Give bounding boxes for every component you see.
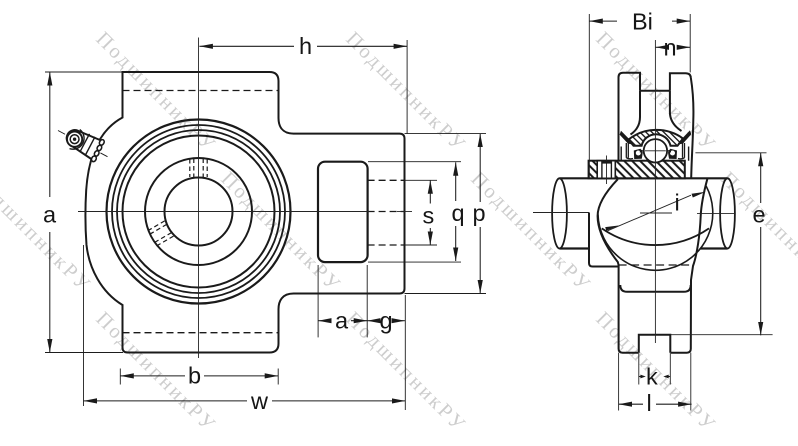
svg-text:p: p [473,200,486,226]
svg-text:h: h [299,33,312,59]
svg-text:q: q [452,200,465,226]
svg-text:a: a [335,308,349,334]
svg-text:a: a [43,202,57,228]
svg-text:n: n [664,35,677,61]
svg-text:e: e [753,202,766,228]
svg-text:Bi: Bi [632,9,653,35]
svg-text:i: i [675,190,680,216]
svg-text:l: l [647,390,652,416]
svg-text:w: w [250,388,269,414]
svg-text:s: s [423,203,435,229]
svg-text:k: k [646,364,658,390]
svg-text:b: b [188,363,201,389]
svg-text:g: g [380,308,393,334]
